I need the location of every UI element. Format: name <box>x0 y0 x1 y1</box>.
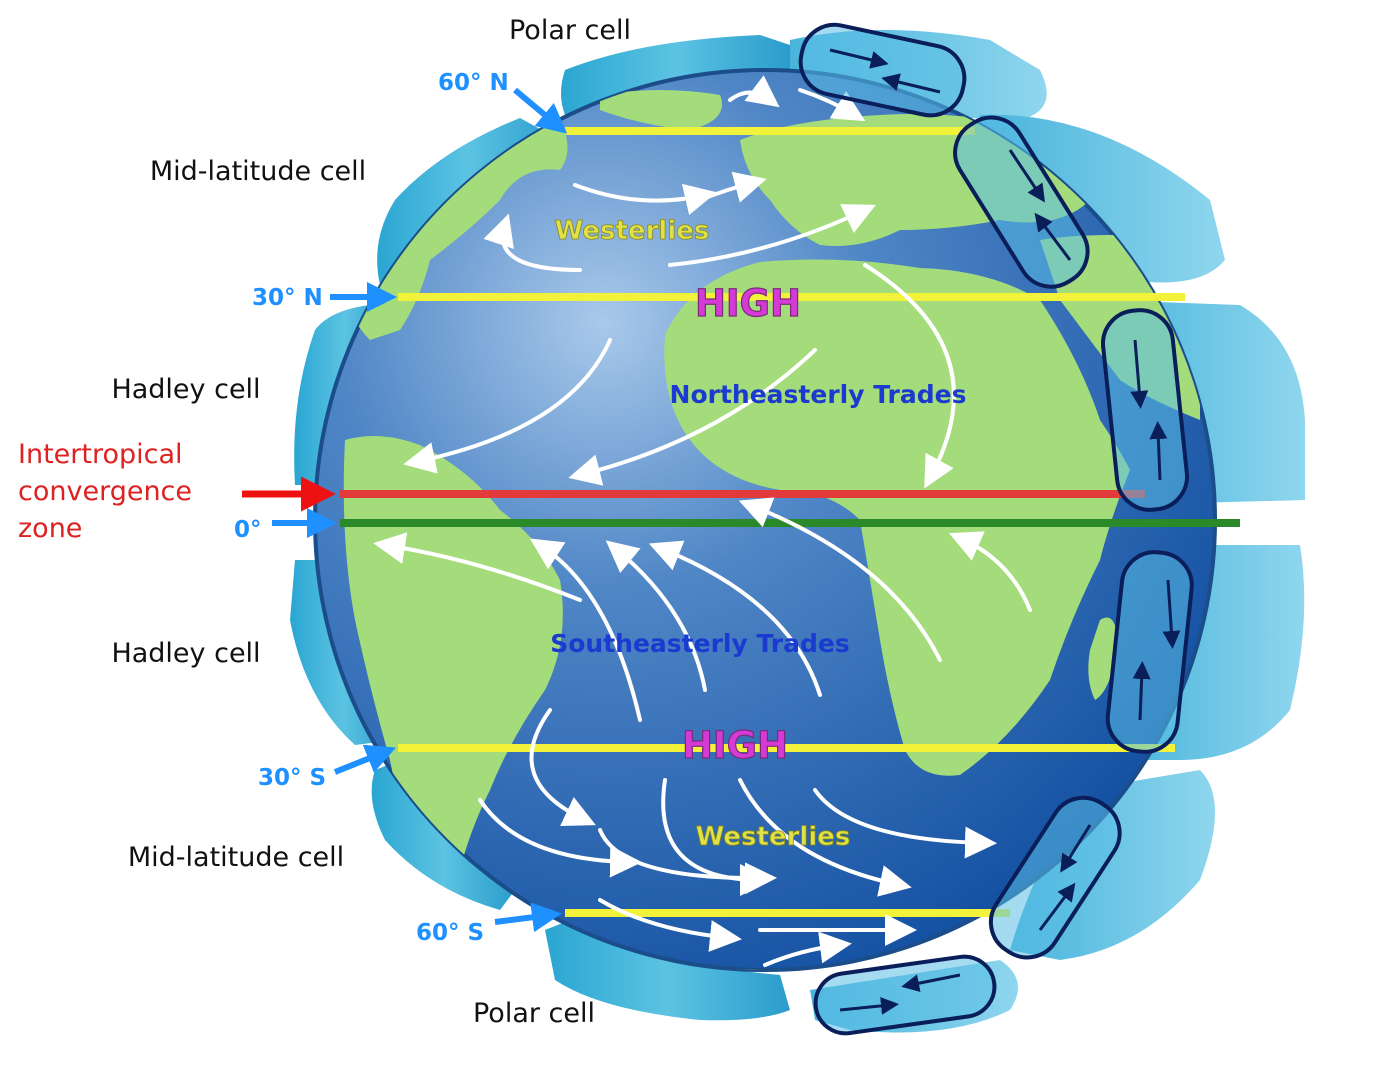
label-itcz-line1: Intertropical <box>18 439 183 470</box>
latitude-pointers <box>272 87 568 933</box>
label-northeasterly-trades: Northeasterly Trades <box>670 380 967 409</box>
label-itcz-line2: convergence <box>18 476 192 507</box>
label-60s: 60° S <box>416 920 484 946</box>
label-southeasterly-trades: Southeasterly Trades <box>550 629 849 658</box>
label-hadley-cell-north: Hadley cell <box>111 374 260 405</box>
label-hadley-cell-south: Hadley cell <box>111 638 260 669</box>
label-60n: 60° N <box>438 70 509 96</box>
label-30s: 30° S <box>258 765 326 791</box>
cell-loop-arrows <box>829 48 1181 1015</box>
label-mid-latitude-cell-north: Mid-latitude cell <box>150 156 366 187</box>
label-itcz-line3: zone <box>18 513 82 544</box>
label-equator: 0° <box>234 517 262 543</box>
pointer-30s <box>333 744 397 775</box>
wind-arrows <box>373 75 1032 967</box>
label-high-north: HIGH <box>695 282 801 325</box>
label-polar-cell-south: Polar cell <box>473 998 595 1029</box>
label-westerlies-north: Westerlies <box>555 216 710 246</box>
label-mid-latitude-cell-south: Mid-latitude cell <box>128 842 344 873</box>
pointer-60n <box>513 87 568 134</box>
label-high-south: HIGH <box>682 724 788 767</box>
label-30n: 30° N <box>252 285 323 311</box>
label-westerlies-south: Westerlies <box>696 822 851 852</box>
pointer-60s <box>494 902 562 933</box>
label-polar-cell-north: Polar cell <box>509 15 631 46</box>
